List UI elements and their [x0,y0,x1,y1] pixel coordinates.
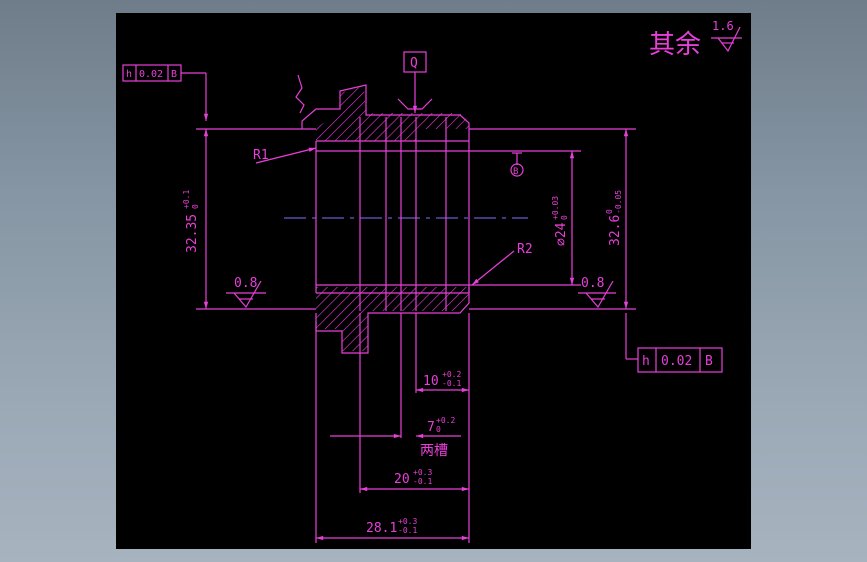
part-outline-bottom [315,287,470,354]
roughness-symbol-right [578,280,616,309]
dim-bore-upper: +0.03 [551,196,560,220]
dim-10-lower: -0.1 [442,379,461,388]
dim-32-35-lower: 0 [191,204,200,209]
radius-r1-label: R1 [253,148,269,163]
section-hatch-top [316,86,469,141]
dim-20-upper: +0.3 [413,468,432,477]
note-other-roughness: 1.6 [712,19,734,33]
break-line [295,74,305,114]
drawing-sheet: 其余 1.6 Q B h 0.02 B h 0.02 B 0.8 0.8 R1 … [116,13,751,549]
tol-right-symbol: h [642,354,650,369]
roughness-symbol-left [226,280,266,309]
note-two-grooves: 两槽 [420,443,448,459]
dim-32-6-value: 32.6 [608,215,623,246]
datum-b-circle [510,163,524,177]
section-hatch-bottom [316,287,469,351]
dim-10-upper: +0.2 [442,370,461,379]
r2-leader [471,250,515,286]
roughness-right-value: 0.8 [581,276,604,291]
tol-left-datum: B [171,69,177,80]
dim-bore-lower: 0 [560,215,569,220]
dim-10-value: 10 [423,374,439,389]
roughness-left-value: 0.8 [234,276,257,291]
dim-28-value: 28.1 [366,521,397,536]
dim-20-value: 20 [394,472,410,487]
roughness-symbol-general [711,26,742,53]
datum-q-label: Q [410,56,418,71]
radius-r2-label: R2 [517,242,533,257]
tol-right-datum: B [705,354,713,369]
tol-left-value: 0.02 [139,69,163,80]
datum-q-tick [397,98,433,110]
part-drawing: 其余 1.6 Q B h 0.02 B h 0.02 B 0.8 0.8 R1 … [122,19,742,543]
dim-7-lower: 0 [436,425,441,434]
tol-left-symbol: h [126,69,132,80]
note-other-surfaces: 其余 [649,30,701,60]
r1-leader [255,147,317,164]
tolerance-frame-right [637,347,723,373]
dim-7-upper: +0.2 [436,416,455,425]
part-outline-top [301,84,470,141]
dim-7-value: 7 [427,420,435,435]
dim-32-6-upper: 0 [605,209,614,214]
dim-20-lower: -0.1 [413,477,432,486]
dim-28-upper: +0.3 [398,517,417,526]
tol-right-value: 0.02 [661,354,692,369]
dim-bore-value: ⌀24 [554,222,569,246]
dim-28-lower: -0.1 [398,526,417,535]
dim-32-35-upper: +0.1 [182,190,191,209]
dim-32-35-value: 32.35 [185,214,200,253]
dim-32-6-lower: -0.05 [614,190,623,214]
tolerance-frame-left [122,64,182,82]
datum-b-label: B [513,167,518,177]
